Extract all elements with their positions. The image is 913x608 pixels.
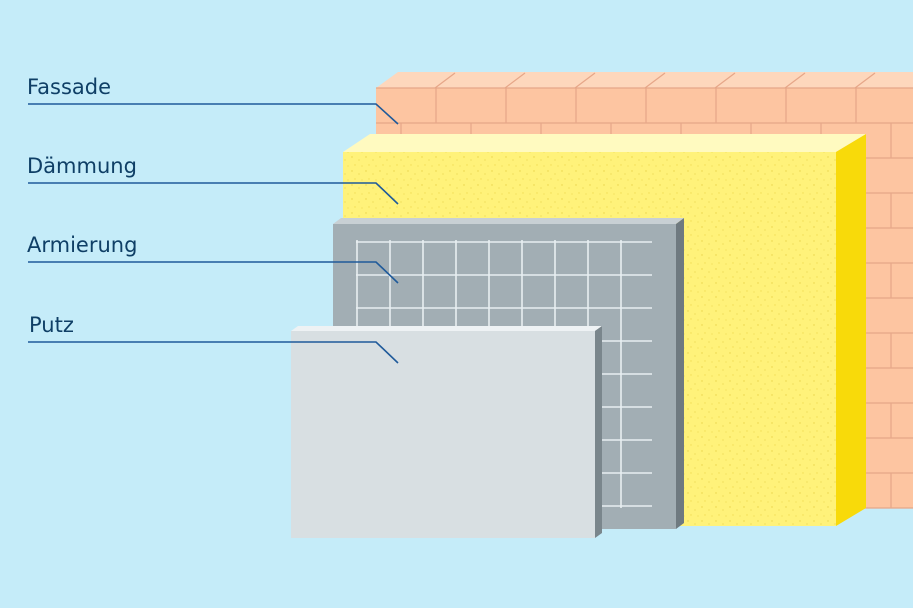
label-fassade: Fassade [27, 75, 112, 99]
label-daemmung: Dämmung [27, 154, 137, 178]
label-armierung: Armierung [27, 233, 138, 257]
leader-line-armierung [28, 261, 399, 284]
leader-line-fassade [28, 103, 399, 125]
leader-line-daemmung [28, 182, 399, 205]
label-putz: Putz [29, 313, 74, 337]
leader-line-putz [28, 341, 399, 364]
plaster-board [291, 326, 602, 538]
